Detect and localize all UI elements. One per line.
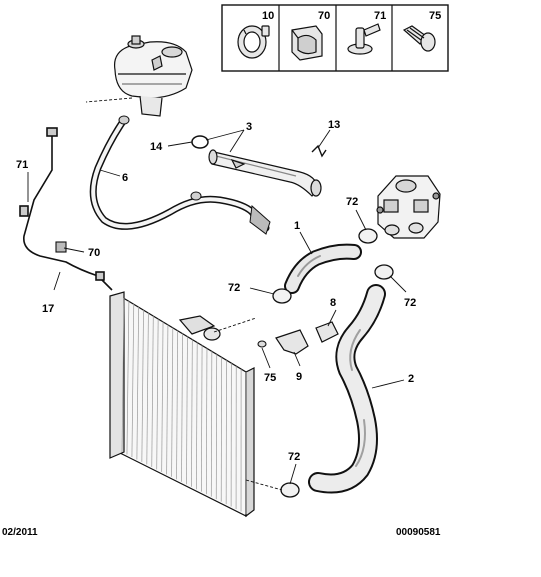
hose-6 (89, 115, 271, 235)
bracket-9 (275, 329, 309, 355)
footer-reference: 00090581 (396, 527, 441, 538)
bolt-icon (402, 25, 436, 52)
hose-1 (284, 243, 362, 294)
callout-labels: 3 13 14 6 71 72 1 70 17 72 8 72 75 9 2 7… (16, 119, 416, 463)
radiator-fin (136, 306, 139, 460)
hose-2 (308, 284, 386, 494)
callout-3: 3 (246, 121, 252, 133)
push-clip-icon (347, 23, 381, 55)
callout-17: 17 (42, 303, 54, 315)
bracket-8 (315, 321, 339, 343)
footer-date: 02/2011 (2, 527, 38, 538)
legend-box: 10 70 71 75 (221, 4, 449, 72)
callout-72-left: 72 (228, 282, 240, 294)
callout-1: 1 (294, 220, 300, 232)
radiator-fin (151, 315, 154, 467)
callout-72-right: 72 (404, 297, 416, 309)
clamp-72-a (358, 228, 378, 244)
clamp-ring-icon (237, 25, 270, 59)
clamp-72-d (280, 482, 300, 498)
radiator-fin (191, 339, 193, 487)
radiator-fin (161, 321, 164, 472)
legend-label-75: 75 (429, 10, 441, 22)
callout-70: 70 (88, 247, 100, 259)
radiator (109, 291, 255, 518)
callout-9: 9 (296, 371, 302, 383)
callout-14: 14 (150, 141, 163, 153)
thermostat-housing (376, 175, 441, 239)
radiator-fin (126, 300, 130, 455)
clamp-72-c (374, 264, 394, 280)
o-ring-14 (191, 135, 209, 149)
bracket-70-clip (55, 241, 67, 253)
clip-13 (311, 144, 327, 158)
radiator-fin (186, 336, 188, 485)
callout-8: 8 (330, 297, 336, 309)
radiator-fin (156, 318, 159, 470)
leader-lines (27, 97, 407, 491)
callout-6: 6 (122, 172, 128, 184)
callout-13: 13 (328, 119, 340, 131)
clamp-72-b (272, 288, 292, 304)
radiator-fin (166, 324, 169, 475)
radiator-fin (196, 342, 198, 490)
callout-75: 75 (264, 372, 276, 384)
radiator-fin (201, 345, 203, 492)
pipe-3 (208, 149, 322, 197)
expansion-tank (113, 35, 193, 117)
sensor-wire-17 (19, 127, 113, 291)
radiator-fin (141, 309, 144, 462)
callout-2: 2 (408, 373, 414, 385)
radiator-fin (131, 303, 135, 457)
radiator-fin (205, 348, 208, 495)
callout-72-top: 72 (346, 196, 358, 208)
radiator-fin (176, 330, 179, 480)
radiator-fin (181, 333, 183, 482)
legend-label-70: 70 (318, 10, 330, 22)
callout-72-bottom: 72 (288, 451, 300, 463)
radiator-fin (210, 351, 213, 497)
legend-label-71: 71 (374, 10, 386, 22)
callout-71: 71 (16, 159, 28, 171)
radiator-fin (146, 312, 149, 465)
radiator-fin (121, 297, 125, 453)
legend-label-10: 10 (262, 10, 274, 22)
bracket-clip-icon (291, 25, 323, 61)
radiator-fin (171, 327, 174, 477)
bolt-75 (257, 340, 267, 348)
